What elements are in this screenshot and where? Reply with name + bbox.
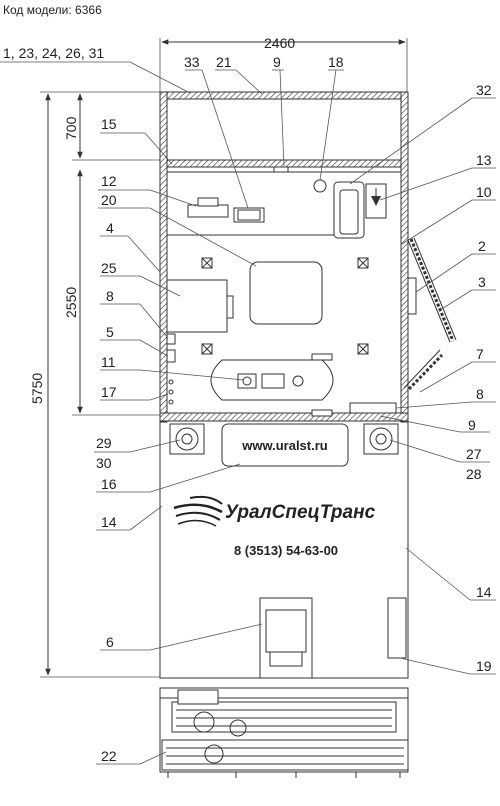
callout-9-right: 9 [468,417,476,433]
seat-32 [333,181,365,239]
front-section-value: 700 [63,116,79,140]
brand-logo [173,495,223,527]
brand-name: УралСпецТранс [225,502,376,523]
equipment-13 [365,183,387,219]
wheel-27 [363,423,399,455]
callout-17: 17 [101,384,117,400]
box-19 [387,597,407,659]
callout-20: 20 [101,192,117,208]
callout-1-23-24-26-31: 1, 23, 24, 26, 31 [3,45,104,61]
callout-16: 16 [101,476,117,492]
callout-8-right: 8 [476,386,484,402]
callout-2: 2 [478,238,486,254]
generator-6 [259,597,313,679]
callout-19: 19 [476,658,492,674]
equipment-9-top [273,166,289,173]
length-dimension: 5750 [29,91,160,678]
callout-5: 5 [106,324,114,340]
gauge-18 [313,179,327,193]
length-value: 5750 [29,373,45,404]
equipment-8-left [166,333,176,345]
bench-11 [210,353,334,417]
width-dimension: 2460 [159,35,408,92]
crane-assembly-22 [159,687,409,778]
model-code-label: Код модели: 6366 [3,3,102,17]
cabin-section-value: 2550 [63,287,79,318]
cabin-section-dimension: 2550 [63,169,160,416]
callout-labels: 1, 23, 24, 26, 31 33 21 9 18 32 15 13 12… [3,45,492,764]
callout-21: 21 [216,54,232,70]
callout-30: 30 [96,455,112,471]
front-section-dimension: 700 [63,93,160,161]
ceiling-lamps [201,257,369,355]
callout-28: 28 [466,466,482,482]
callout-10: 10 [476,184,492,200]
width-value: 2460 [264,35,295,51]
table-20 [249,261,323,325]
cabinet-25 [166,279,234,333]
equipment-12 [187,197,229,218]
callout-33: 33 [184,54,200,70]
equipment-5 [166,349,176,363]
callout-14-left: 14 [101,514,117,530]
callout-18: 18 [328,54,344,70]
callout-27: 27 [466,446,482,462]
callout-6: 6 [106,634,114,650]
leader-lines [0,61,496,765]
phone-number: 8 (3513) 54-63-00 [234,543,338,558]
wheel-29 [169,423,205,455]
callout-22: 22 [101,748,117,764]
equipment-17 [168,379,174,405]
callout-12: 12 [101,173,117,189]
callout-7: 7 [476,346,484,362]
callout-32: 32 [476,82,492,98]
callout-4: 4 [106,220,114,236]
callout-13: 13 [476,152,492,168]
callout-14-right: 14 [476,584,492,600]
website-text: www.uralst.ru [241,438,328,453]
callout-11: 11 [101,354,116,370]
callout-9-top: 9 [273,54,281,70]
callout-3: 3 [478,274,486,290]
callout-8-left: 8 [106,288,114,304]
equipment-8-right [349,402,397,414]
callout-25: 25 [101,260,117,276]
callout-15: 15 [101,116,117,132]
panel-16 [221,423,349,467]
equipment-33 [233,207,265,223]
callout-29: 29 [96,435,112,451]
side-door [403,237,457,391]
